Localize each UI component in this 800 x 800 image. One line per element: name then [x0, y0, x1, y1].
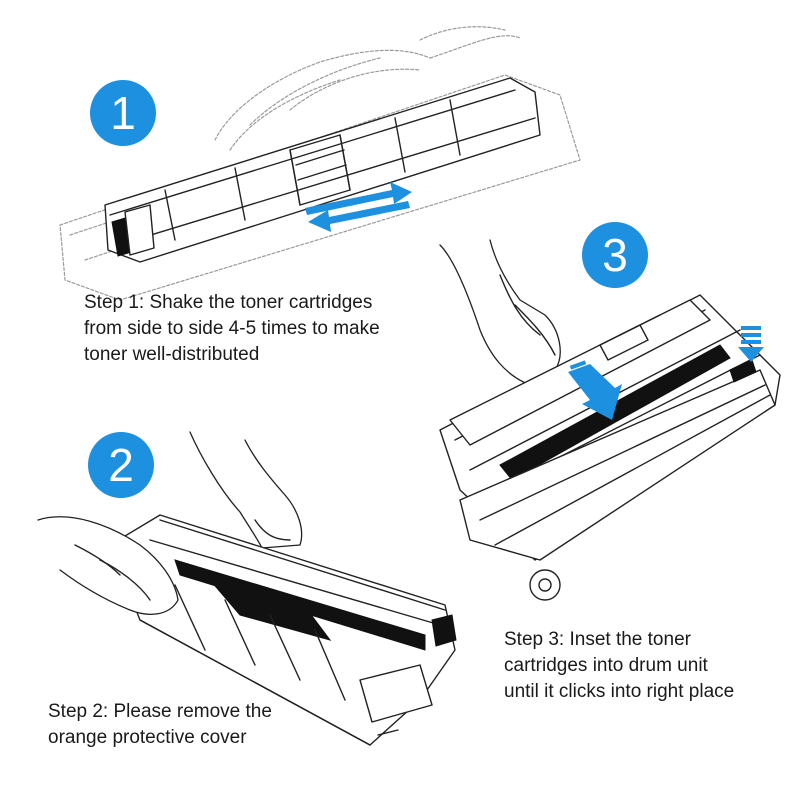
step-2-line-2: orange protective cover	[48, 727, 247, 748]
step-3-line-3: until it clicks into right place	[504, 681, 735, 702]
step-3-drum-unit	[439, 294, 781, 601]
step-1-number: 1	[110, 87, 136, 139]
step-2-caption: Step 2: Please remove the orange protect…	[48, 699, 272, 751]
step-2-badge: 2	[88, 432, 154, 498]
down-arrow-icon	[568, 360, 622, 420]
step-1-line-3: toner well-distributed	[84, 344, 260, 365]
step-3-badge: 3	[582, 222, 648, 288]
step-1-caption: Step 1: Shake the toner cartridges from …	[84, 290, 380, 368]
step-3-line-1: Step 3: Inset the toner	[504, 629, 691, 650]
step-2-line-1: Step 2: Please remove the	[48, 701, 272, 722]
clip-down-arrow-icon	[738, 326, 764, 362]
step-3-number: 3	[602, 229, 628, 281]
step-2-toner-cartridge	[109, 514, 457, 746]
step-1-line-2: from side to side 4-5 times to make	[84, 318, 380, 339]
step-3-caption: Step 3: Inset the toner cartridges into …	[504, 627, 734, 705]
double-arrow-icon	[305, 182, 412, 232]
step-2-left-hand	[37, 516, 179, 615]
step-1-line-1: Step 1: Shake the toner cartridges	[84, 292, 373, 313]
step-2-number: 2	[108, 439, 134, 491]
step-1-toner-cartridge	[104, 77, 541, 263]
step-1-badge: 1	[90, 80, 156, 146]
step-1-hands	[214, 26, 521, 151]
step-3-line-2: cartridges into drum unit	[504, 655, 708, 676]
